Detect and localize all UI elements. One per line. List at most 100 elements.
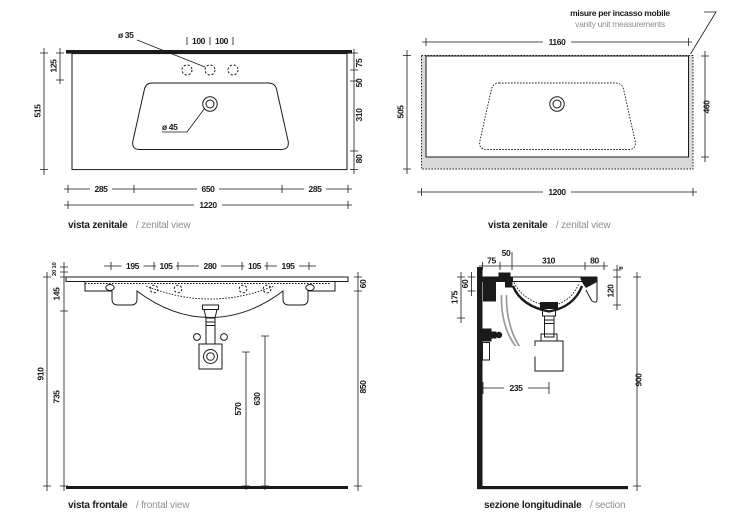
svg-text:515: 515 — [33, 104, 43, 118]
overhang-front — [421, 157, 693, 169]
dim-left-chain: 10 20 145 735 — [52, 262, 68, 491]
svg-text:50: 50 — [502, 248, 511, 258]
faucet-collar — [498, 272, 511, 277]
overhang-right — [688, 56, 693, 168]
dim-bottom-total: 1220 — [64, 200, 352, 210]
basin-hidden-outline — [479, 82, 636, 150]
vanity-unit-outline — [425, 55, 689, 158]
svg-text:105: 105 — [160, 261, 174, 271]
svg-text:195: 195 — [126, 261, 140, 271]
svg-text:60: 60 — [358, 279, 368, 288]
annotation-english: vanity unit measurements — [575, 19, 665, 29]
svg-text:75: 75 — [354, 58, 364, 67]
svg-text:80: 80 — [590, 256, 599, 266]
sink-outline — [71, 53, 348, 171]
dim-left-515: 515 — [33, 48, 48, 175]
dim-left-505: 505 — [396, 50, 411, 174]
svg-text:850: 850 — [358, 380, 368, 394]
basin-outline — [132, 82, 289, 150]
panel-title: sezione longitudinale / section — [484, 495, 625, 512]
dim-bottom-235: 235 — [482, 382, 550, 394]
dim-top-chain: 195 105 280 105 195 — [104, 261, 316, 271]
svg-text:235: 235 — [510, 383, 524, 393]
svg-text:195: 195 — [282, 261, 296, 271]
svg-text:125: 125 — [49, 59, 59, 73]
drain-hole — [549, 96, 565, 112]
svg-text:105: 105 — [248, 261, 262, 271]
svg-text:100: 100 — [192, 36, 206, 46]
hole-diameter-label: ø 35 — [118, 30, 134, 40]
top-slab — [65, 276, 349, 282]
dim-left-175: 175 — [450, 272, 465, 323]
svg-text:60: 60 — [460, 279, 470, 288]
svg-text:735: 735 — [52, 390, 62, 404]
vanity-annotation: misure per incasso mobile vanity unit me… — [570, 8, 717, 55]
svg-text:1160: 1160 — [549, 37, 567, 47]
basin-inner-dotted — [145, 285, 275, 300]
drain-diameter-label: ø 45 — [162, 122, 178, 132]
svg-text:1200: 1200 — [548, 187, 566, 197]
wall-section — [477, 267, 483, 489]
drain-diameter-leader — [162, 108, 205, 133]
dim-left-60: 60 — [460, 272, 476, 296]
backsplash-edge — [66, 50, 352, 54]
svg-text:310: 310 — [354, 108, 364, 122]
dim-top-chain: 75 50 310 80 — [479, 248, 608, 270]
dim-right-120: 8 120 — [606, 265, 625, 310]
svg-text:460: 460 — [702, 100, 712, 114]
svg-text:1220: 1220 — [199, 200, 217, 210]
dim-right-900: 900 — [633, 272, 644, 491]
dim-top-1160: 1160 — [422, 37, 692, 47]
drain-hole — [202, 96, 218, 112]
svg-text:910: 910 — [36, 367, 46, 381]
dim-bottom-chain: 285 650 285 — [64, 184, 352, 194]
waste-pipe — [482, 342, 536, 361]
svg-text:570: 570 — [233, 402, 243, 416]
dim-bottom-1200: 1200 — [417, 187, 697, 197]
dim-mid-570: 570 — [233, 351, 250, 490]
bowl-inner-dotted — [513, 282, 580, 307]
ceramic-ledge — [505, 281, 513, 288]
hidden-faucet-holes — [149, 284, 272, 294]
dim-left-125: 125 — [49, 48, 64, 84]
dim-hole-spacing: 100 100 — [186, 36, 234, 46]
panel-section: 235 75 50 310 80 60 175 8 120 900 — [450, 248, 644, 512]
dim-mid-630: 630 — [252, 335, 269, 490]
fixing-hole-right — [305, 284, 315, 291]
svg-text:8: 8 — [619, 265, 625, 269]
bowl-section — [511, 285, 584, 313]
svg-text:900: 900 — [634, 373, 644, 387]
svg-text:285: 285 — [95, 184, 109, 194]
svg-text:10: 10 — [52, 263, 58, 269]
svg-text:80: 80 — [354, 154, 364, 163]
svg-text:650: 650 — [202, 184, 216, 194]
panel-title: vista zenitale / zenital view — [68, 215, 191, 232]
dim-right-chain: 60 850 — [354, 272, 368, 491]
basin-front-outline — [84, 281, 336, 319]
panel-title: vista zenitale / zenital view — [488, 215, 611, 232]
svg-text:285: 285 — [309, 184, 323, 194]
svg-text:120: 120 — [606, 284, 616, 298]
panel-zenital-right: misure per incasso mobile vanity unit me… — [396, 8, 717, 232]
svg-text:20: 20 — [52, 270, 58, 276]
drain-trap-front — [193, 304, 228, 370]
ceramic-back-wall — [483, 281, 496, 302]
slab-back-fill — [482, 277, 513, 282]
svg-text:175: 175 — [450, 290, 460, 304]
angle-valve — [482, 328, 503, 342]
panel-zenital-left: ø 35 ø 45 100 100 125 515 75 50 310 80 — [33, 30, 365, 232]
faucet-holes — [181, 64, 239, 76]
front-apron — [585, 281, 598, 303]
dim-right-460: 460 — [701, 51, 712, 162]
svg-text:100: 100 — [215, 36, 229, 46]
panel-frontal: 195 105 280 105 195 — [36, 261, 369, 511]
annotation-italian: misure per incasso mobile — [570, 8, 670, 18]
overhang-left — [421, 56, 426, 168]
svg-text:310: 310 — [542, 256, 556, 266]
supply-hoses — [500, 294, 523, 351]
svg-text:630: 630 — [252, 392, 262, 406]
floor-line — [66, 486, 348, 489]
svg-text:75: 75 — [487, 256, 496, 266]
